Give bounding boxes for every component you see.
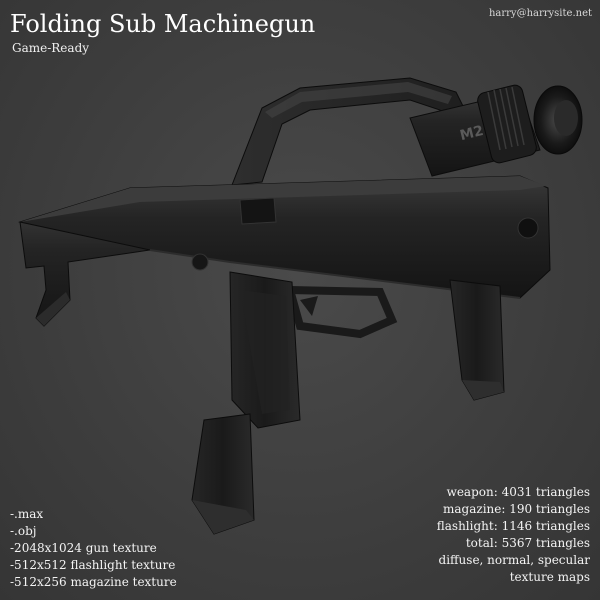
file-item: -512x512 flashlight texture	[10, 558, 176, 572]
stat-item: magazine: 190 triangles	[443, 502, 590, 516]
file-item: -.obj	[10, 524, 37, 538]
trigger-guard	[284, 285, 398, 339]
file-item: -512x256 magazine texture	[10, 575, 177, 589]
stat-item: total: 5367 triangles	[465, 536, 590, 550]
stat-item: weapon: 4031 triangles	[446, 485, 590, 499]
file-item: -2048x1024 gun texture	[10, 541, 157, 555]
stat-item: texture maps	[509, 570, 590, 584]
stat-item: flashlight: 1146 triangles	[436, 519, 590, 533]
product-title: Folding Sub Machinegun	[10, 10, 316, 38]
author-email: harry@harrysite.net	[488, 8, 592, 19]
stats-list: weapon: 4031 triangles magazine: 190 tri…	[437, 484, 590, 586]
file-item: -.max	[10, 507, 44, 521]
stat-item: diffuse, normal, specular	[438, 553, 590, 567]
product-subtitle: Game-Ready	[12, 41, 90, 55]
flashlight: M2	[409, 84, 583, 177]
file-list: -.max -.obj -2048x1024 gun texture -512x…	[10, 506, 177, 591]
svg-text:M2: M2	[458, 123, 485, 144]
